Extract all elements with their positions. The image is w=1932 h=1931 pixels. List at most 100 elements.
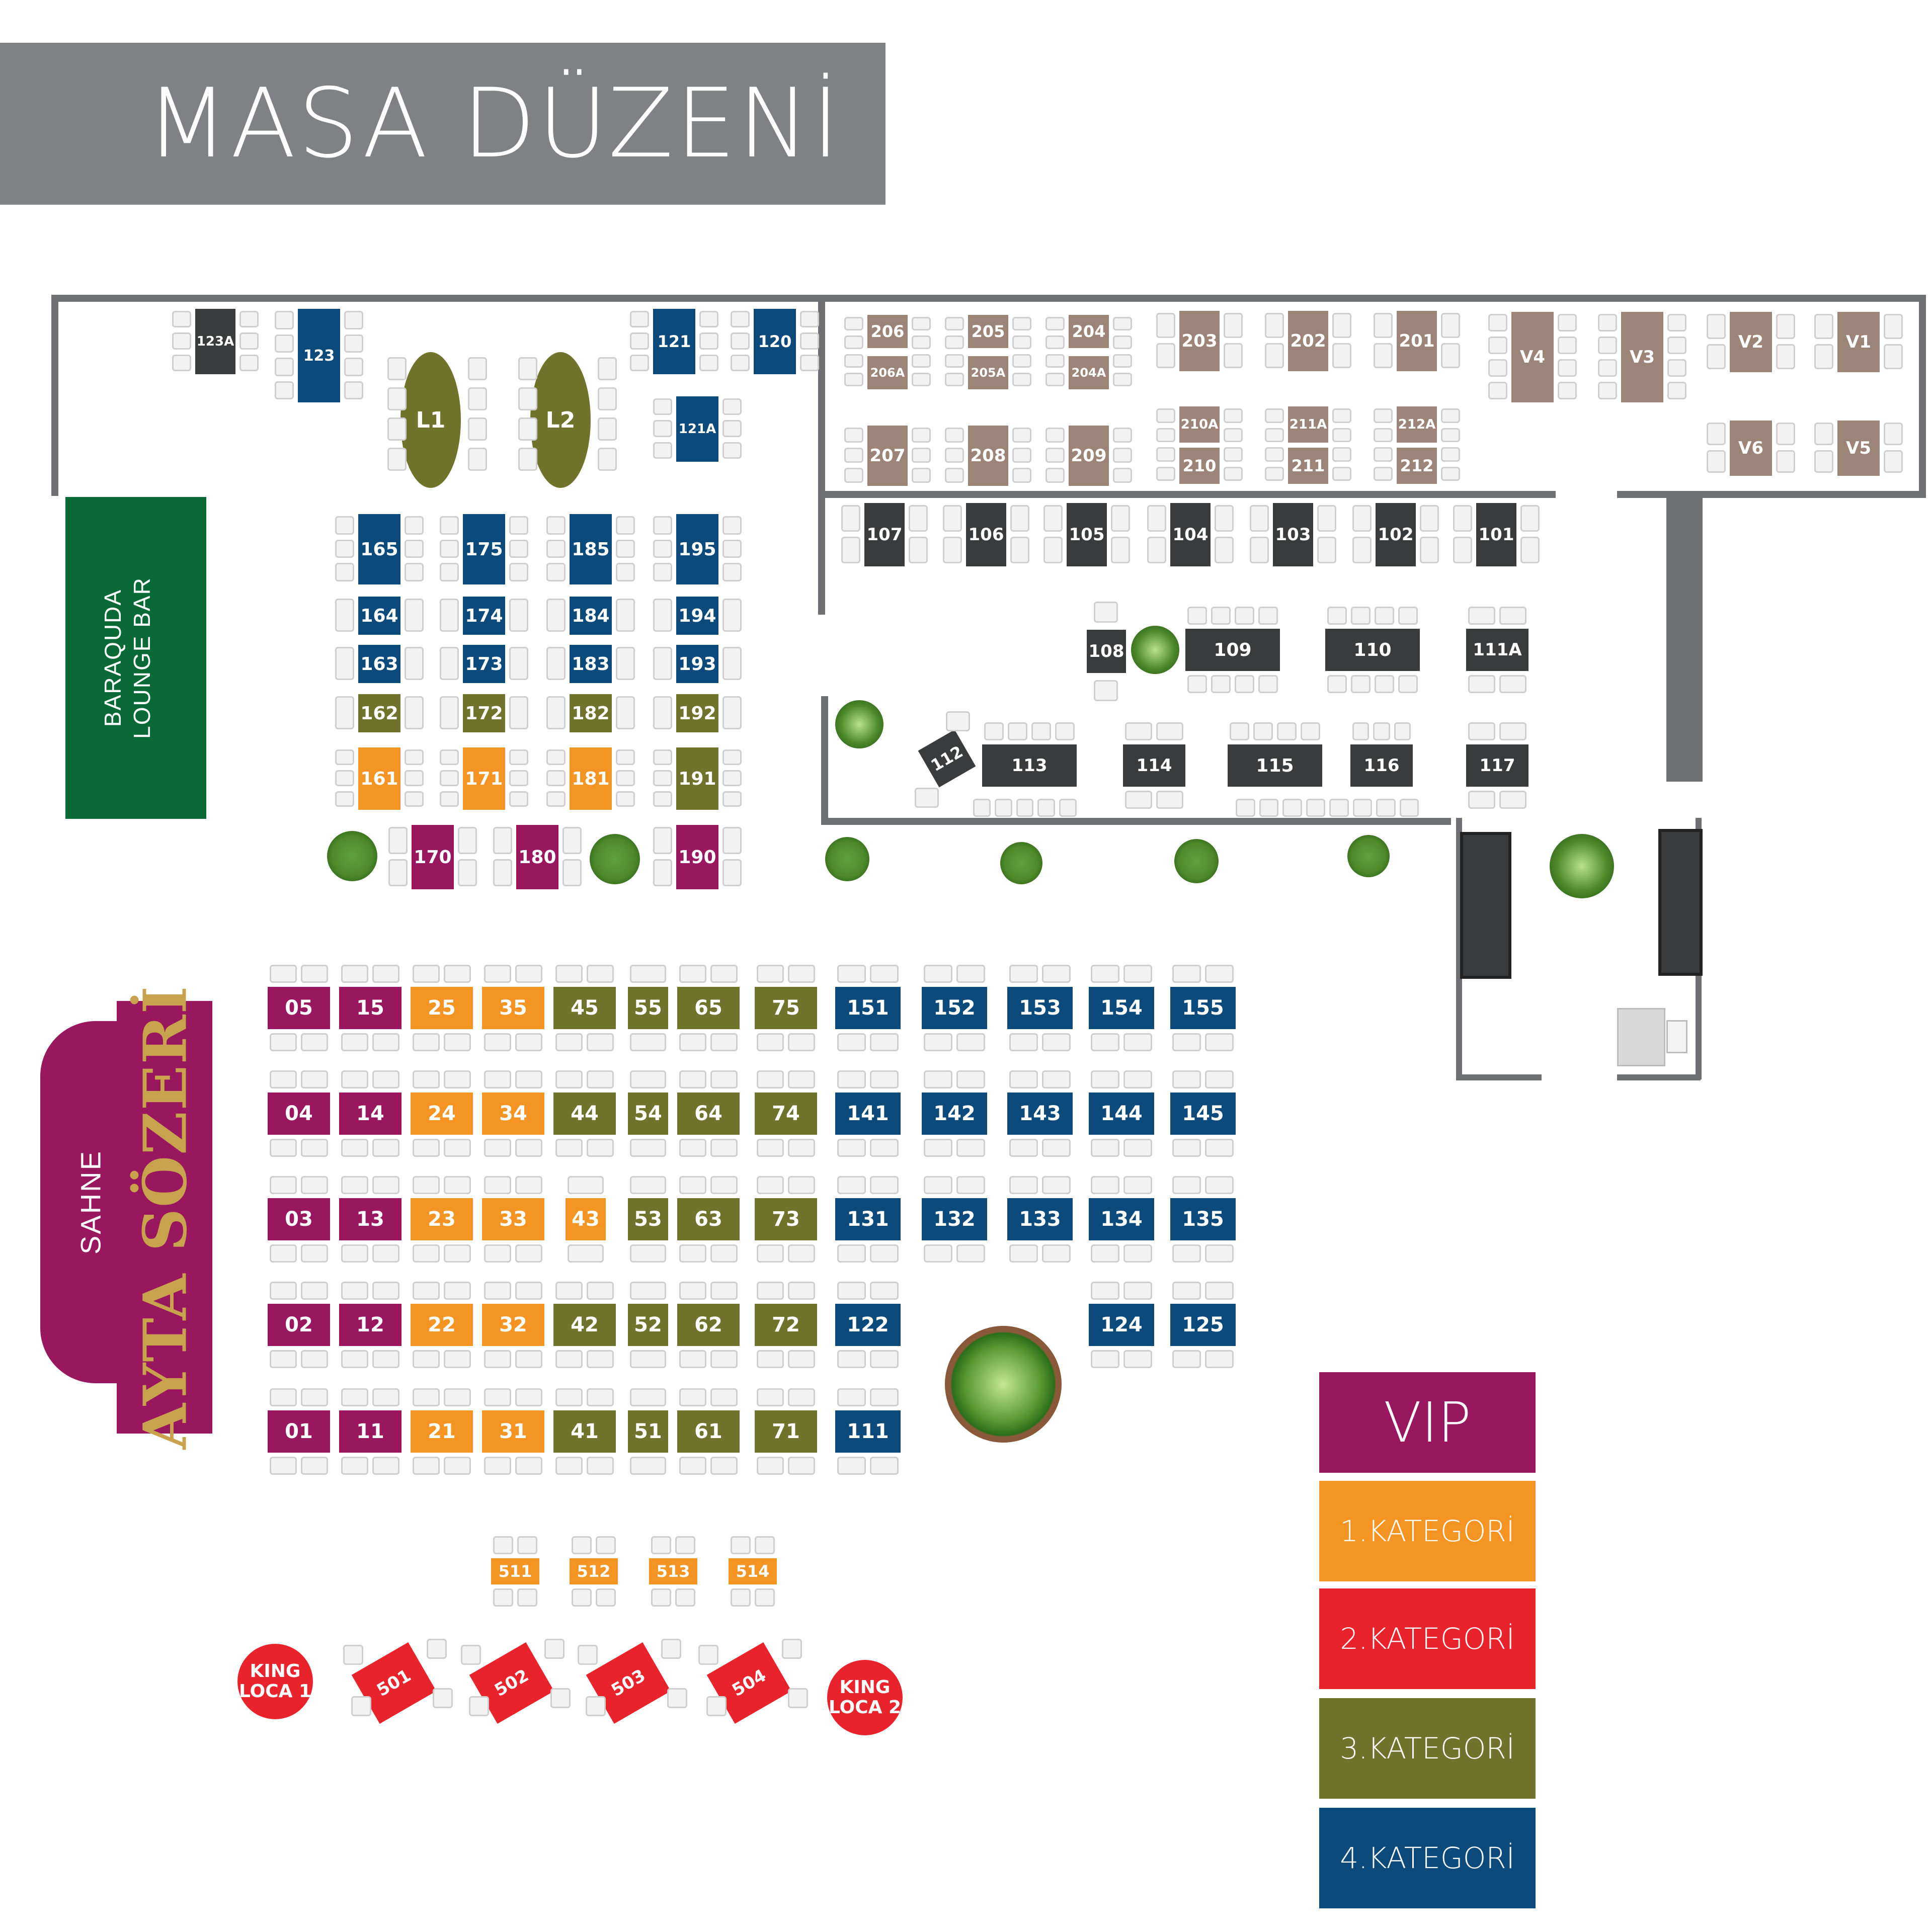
table-513[interactable]: 513 (649, 1558, 697, 1584)
table-204A[interactable]: 204A (1069, 356, 1109, 389)
table-204[interactable]: 204 (1069, 315, 1109, 348)
table-116[interactable]: 116 (1350, 744, 1413, 787)
table-55[interactable]: 55 (628, 987, 668, 1029)
table-135[interactable]: 135 (1170, 1198, 1236, 1240)
table-194[interactable]: 194 (676, 597, 718, 635)
table-32[interactable]: 32 (482, 1304, 544, 1346)
table-145[interactable]: 145 (1170, 1093, 1236, 1135)
table-185[interactable]: 185 (570, 514, 612, 584)
table-52[interactable]: 52 (628, 1304, 668, 1346)
table-V4[interactable]: V4 (1511, 312, 1554, 402)
table-24[interactable]: 24 (411, 1093, 473, 1135)
table-211A[interactable]: 211A (1288, 406, 1328, 443)
table-175[interactable]: 175 (463, 514, 505, 584)
table-207[interactable]: 207 (867, 426, 908, 486)
table-205[interactable]: 205 (968, 315, 1008, 348)
table-131[interactable]: 131 (835, 1198, 901, 1240)
table-184[interactable]: 184 (570, 597, 612, 635)
table-165[interactable]: 165 (358, 514, 400, 584)
table-23[interactable]: 23 (411, 1198, 473, 1240)
table-110[interactable]: 110 (1325, 629, 1420, 671)
table-04[interactable]: 04 (268, 1093, 330, 1135)
table-182[interactable]: 182 (570, 694, 612, 732)
table-133[interactable]: 133 (1007, 1198, 1073, 1240)
table-125[interactable]: 125 (1170, 1304, 1236, 1346)
table-14[interactable]: 14 (339, 1093, 401, 1135)
table-111A[interactable]: 111A (1466, 629, 1528, 671)
table-183[interactable]: 183 (570, 645, 612, 683)
table-41[interactable]: 41 (553, 1410, 616, 1453)
table-212A[interactable]: 212A (1397, 406, 1437, 443)
table-201[interactable]: 201 (1397, 311, 1437, 371)
table-190[interactable]: 190 (676, 825, 718, 889)
table-64[interactable]: 64 (677, 1093, 740, 1135)
table-209[interactable]: 209 (1069, 426, 1109, 486)
table-62[interactable]: 62 (677, 1304, 740, 1346)
table-102[interactable]: 102 (1376, 503, 1416, 566)
table-173[interactable]: 173 (463, 645, 505, 683)
table-21[interactable]: 21 (411, 1410, 473, 1453)
table-170[interactable]: 170 (412, 825, 454, 889)
table-V5[interactable]: V5 (1837, 421, 1880, 476)
table-212[interactable]: 212 (1397, 448, 1437, 484)
table-02[interactable]: 02 (268, 1304, 330, 1346)
table-43[interactable]: 43 (566, 1198, 606, 1240)
table-35[interactable]: 35 (482, 987, 544, 1029)
table-65[interactable]: 65 (677, 987, 740, 1029)
table-195[interactable]: 195 (676, 514, 718, 584)
table-101[interactable]: 101 (1476, 503, 1516, 566)
table-151[interactable]: 151 (835, 987, 901, 1029)
table-45[interactable]: 45 (553, 987, 616, 1029)
table-105[interactable]: 105 (1067, 503, 1107, 566)
table-124[interactable]: 124 (1089, 1304, 1154, 1346)
table-172[interactable]: 172 (463, 694, 505, 732)
table-112[interactable]: 112 (918, 729, 976, 788)
table-73[interactable]: 73 (755, 1198, 817, 1240)
table-31[interactable]: 31 (482, 1410, 544, 1453)
table-103[interactable]: 103 (1273, 503, 1313, 566)
table-193[interactable]: 193 (676, 645, 718, 683)
table-33[interactable]: 33 (482, 1198, 544, 1240)
table-512[interactable]: 512 (570, 1558, 618, 1584)
table-75[interactable]: 75 (755, 987, 817, 1029)
table-121[interactable]: 121 (653, 309, 695, 374)
table-181[interactable]: 181 (570, 747, 612, 810)
table-132[interactable]: 132 (922, 1198, 987, 1240)
table-54[interactable]: 54 (628, 1093, 668, 1135)
table-208[interactable]: 208 (968, 426, 1008, 486)
table-22[interactable]: 22 (411, 1304, 473, 1346)
table-153[interactable]: 153 (1007, 987, 1073, 1029)
table-109[interactable]: 109 (1185, 629, 1280, 671)
table-V1[interactable]: V1 (1837, 312, 1880, 372)
table-72[interactable]: 72 (755, 1304, 817, 1346)
table-210A[interactable]: 210A (1179, 406, 1220, 443)
table-05[interactable]: 05 (268, 987, 330, 1029)
table-143[interactable]: 143 (1007, 1093, 1073, 1135)
table-191[interactable]: 191 (676, 747, 718, 810)
table-205A[interactable]: 205A (968, 356, 1008, 389)
table-01[interactable]: 01 (268, 1410, 330, 1453)
table-162[interactable]: 162 (358, 694, 400, 732)
table-206A[interactable]: 206A (867, 356, 908, 389)
table-134[interactable]: 134 (1089, 1198, 1154, 1240)
table-141[interactable]: 141 (835, 1093, 901, 1135)
table-192[interactable]: 192 (676, 694, 718, 732)
table-34[interactable]: 34 (482, 1093, 544, 1135)
table-V3[interactable]: V3 (1621, 312, 1663, 402)
table-144[interactable]: 144 (1089, 1093, 1154, 1135)
table-154[interactable]: 154 (1089, 987, 1154, 1029)
table-15[interactable]: 15 (339, 987, 401, 1029)
table-511[interactable]: 511 (491, 1558, 539, 1584)
table-113[interactable]: 113 (982, 744, 1077, 787)
table-114[interactable]: 114 (1123, 744, 1185, 787)
table-203[interactable]: 203 (1179, 311, 1220, 371)
table-120[interactable]: 120 (754, 309, 796, 374)
table-03[interactable]: 03 (268, 1198, 330, 1240)
table-106[interactable]: 106 (966, 503, 1006, 566)
table-111[interactable]: 111 (835, 1410, 901, 1453)
table-V2[interactable]: V2 (1730, 312, 1772, 372)
table-514[interactable]: 514 (729, 1558, 777, 1584)
table-115[interactable]: 115 (1228, 744, 1322, 787)
table-11[interactable]: 11 (339, 1410, 401, 1453)
table-161[interactable]: 161 (358, 747, 400, 810)
